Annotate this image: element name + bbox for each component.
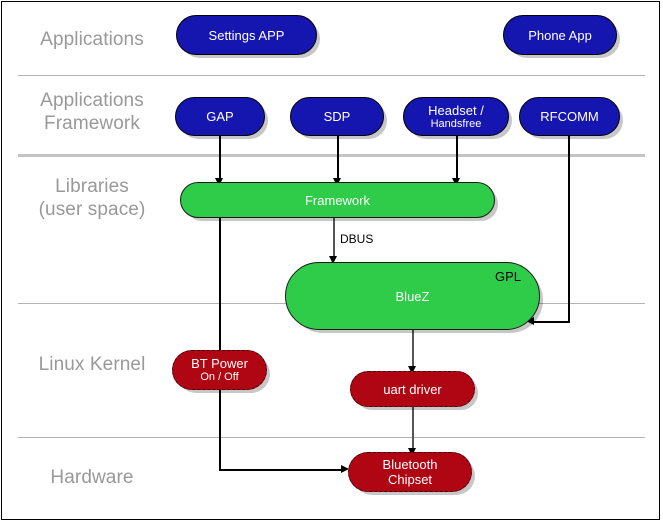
node-gap[interactable]: GAP — [175, 97, 265, 136]
layer-label-applications-framework: Applications Framework — [40, 90, 144, 134]
edge-framework-bluez-line — [333, 218, 335, 260]
node-bluetooth-chipset-label: Bluetooth — [382, 457, 438, 472]
node-bluez-label: BlueZ — [395, 288, 430, 304]
node-phone-app-label: Phone App — [528, 27, 592, 43]
node-framework-label: Framework — [304, 192, 370, 208]
divider-applications-framework — [18, 154, 645, 157]
node-bluez[interactable]: GPL BlueZ — [285, 262, 540, 330]
node-bt-power-sublabel: On / Off — [200, 371, 239, 383]
edge-framework-bluez-arrow — [329, 256, 337, 264]
edge-gap-framework-line — [219, 135, 221, 180]
edge-rfcomm-bluez-arrow — [526, 317, 534, 325]
layer-label-linux-kernel: Linux Kernel — [38, 354, 146, 375]
edge-uart-chipset-line — [412, 406, 414, 452]
node-uart-driver[interactable]: uart driver — [350, 371, 475, 407]
edge-headset-framework-line — [456, 135, 458, 180]
edge-framework-chipset-hline — [219, 469, 343, 471]
edge-bluez-uart-line — [412, 330, 414, 370]
node-settings-app-label: Settings APP — [208, 27, 285, 43]
node-rfcomm-label: RFCOMM — [540, 109, 599, 124]
edge-label-dbus: DBUS — [340, 232, 374, 246]
layer-label-applications: Applications — [40, 29, 144, 50]
edge-framework-chipset-vline — [219, 218, 221, 470]
node-gap-label: GAP — [206, 109, 234, 124]
divider-applications — [18, 75, 645, 76]
layer-label-hardware: Hardware — [50, 467, 134, 488]
node-bluetooth-chipset[interactable]: Bluetooth Chipset — [348, 452, 472, 492]
node-sdp-label: SDP — [323, 109, 351, 124]
edge-sdp-framework-line — [337, 135, 339, 180]
node-settings-app[interactable]: Settings APP — [176, 15, 317, 55]
edge-rfcomm-bluez-hline — [534, 321, 570, 323]
node-bt-power[interactable]: BT Power On / Off — [172, 350, 267, 390]
node-headset-handsfree[interactable]: Headset / Handsfree — [403, 97, 509, 136]
node-rfcomm[interactable]: RFCOMM — [519, 97, 620, 136]
node-headset-handsfree-label: Headset / — [428, 102, 484, 118]
node-framework[interactable]: Framework — [180, 182, 495, 218]
layer-label-libraries: Libraries (user space) — [38, 176, 146, 220]
node-bluez-license-badge: GPL — [494, 269, 521, 284]
edge-framework-chipset-arrow — [341, 465, 349, 473]
node-bt-power-label: BT Power — [191, 356, 248, 371]
node-bluetooth-chipset-sublabel: Chipset — [387, 472, 433, 487]
divider-linux-kernel — [18, 437, 645, 438]
node-uart-driver-label: uart driver — [383, 381, 442, 397]
edge-rfcomm-bluez-vline — [568, 135, 570, 323]
node-headset-handsfree-sublabel: Handsfree — [430, 117, 482, 130]
node-sdp[interactable]: SDP — [290, 97, 384, 136]
node-phone-app[interactable]: Phone App — [503, 15, 617, 55]
edge-bluez-uart-arrow — [408, 366, 416, 374]
